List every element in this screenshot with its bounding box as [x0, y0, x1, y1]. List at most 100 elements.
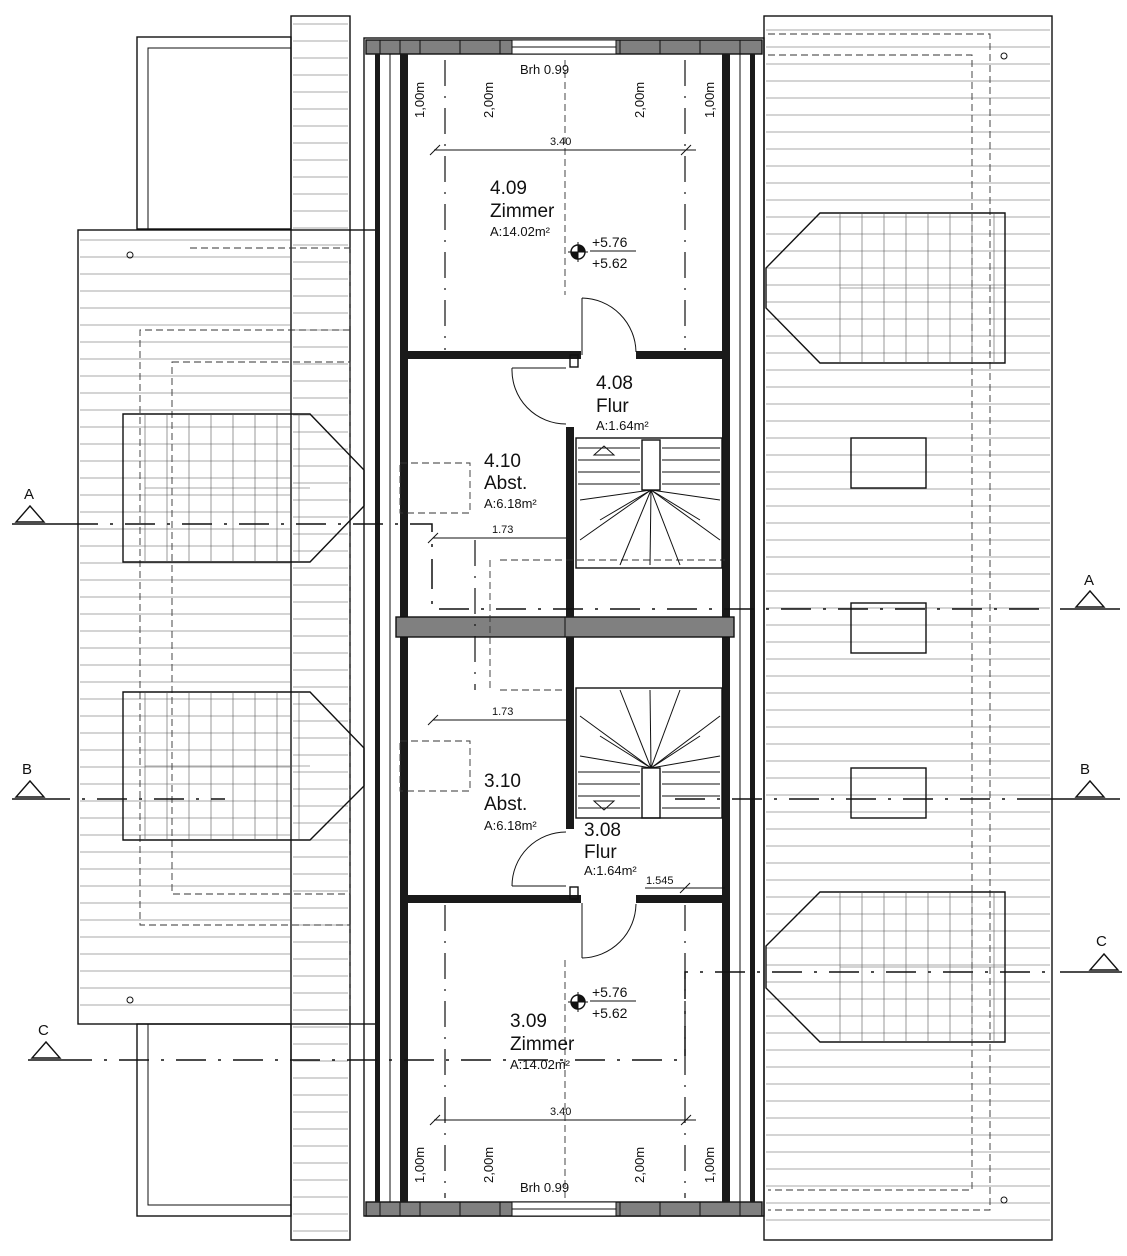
h-bot-2: 2,00m [481, 1147, 496, 1183]
level-symbol-top [568, 242, 636, 262]
door-3-09 [581, 903, 637, 959]
left-roof-marker-top [126, 251, 134, 259]
room-4-08-name: Flur [596, 396, 629, 417]
section-b-right-label: B [1080, 761, 1090, 778]
room-4-09-name: Zimmer [490, 201, 555, 222]
right-roof-dashed [768, 33, 991, 1211]
section-a-left-label: A [24, 486, 34, 503]
h-bot-1: 1,00m [412, 1147, 427, 1183]
dimension-lines [427, 144, 725, 1126]
room-3-08-name: Flur [584, 842, 617, 863]
section-marker-a-left [14, 504, 46, 523]
wall-4-09-left [408, 351, 581, 359]
left-roof-hatch [80, 23, 348, 1232]
right-skylight-3 [850, 767, 927, 819]
left-balcony-top-inner [147, 47, 292, 230]
left-roof-marker-bottom [126, 996, 134, 1004]
room-3-10-name: Abst. [484, 794, 527, 815]
h-top-1: 1,00m [412, 82, 427, 118]
h-bot-4: 1,00m [702, 1147, 717, 1183]
room-3-09-number: 3.09 [510, 1011, 547, 1032]
section-marker-c-right [1088, 952, 1120, 971]
h-top-4: 1,00m [702, 82, 717, 118]
right-roof-marker-bottom [1000, 1196, 1008, 1204]
door-4-10 [511, 367, 567, 425]
room-3-10-area: A:6.18m² [484, 818, 537, 833]
right-roof-hatch [766, 29, 1050, 1221]
level-top-upper: +5.76 [592, 234, 628, 250]
room-3-09-area: A:14.02m² [510, 1057, 571, 1072]
abst-top-dim: 1.73 [492, 524, 513, 536]
left-roof-outline [77, 229, 379, 1025]
left-balcony-top [136, 36, 292, 230]
stair-wall-top [566, 427, 574, 617]
right-roof-marker-top [1000, 52, 1008, 60]
room-3-09-name: Zimmer [510, 1034, 575, 1055]
right-skylight-2 [850, 602, 927, 654]
section-c-right-label: C [1096, 933, 1107, 950]
left-dormer-top [122, 413, 365, 563]
level-symbol-bottom [568, 992, 636, 1012]
right-roof [763, 15, 1053, 1241]
brh-bottom-label: Brh 0.99 [520, 1180, 569, 1195]
section-b-left-label: B [22, 761, 32, 778]
room-3-10-number: 3.10 [484, 771, 521, 792]
right-outer-wall [750, 54, 755, 1202]
section-a-right-label: A [1084, 572, 1094, 589]
left-balcony-bottom [136, 1023, 292, 1217]
wall-3-09-right [636, 895, 722, 903]
right-roof-outline [763, 15, 1053, 1241]
room-4-10-name: Abst. [484, 473, 527, 494]
right-roof-dashed-2 [768, 54, 973, 1191]
section-lines [12, 504, 1122, 1061]
room-4-10-number: 4.10 [484, 451, 521, 472]
door-jamb-bottom [569, 886, 579, 900]
abst-box-bottom [399, 740, 471, 792]
right-dormer-bottom [765, 891, 1006, 1043]
level-top-lower: +5.62 [592, 255, 628, 271]
section-marker-c-left [30, 1040, 62, 1059]
h-top-3: 2,00m [632, 82, 647, 118]
staircase-bottom [575, 687, 723, 819]
level-bottom-upper: +5.76 [592, 984, 628, 1000]
building-core [363, 37, 765, 1217]
left-balcony-bottom-inner [147, 1023, 292, 1206]
left-chimney-strip [290, 15, 351, 1241]
width-bottom-label: 3.40 [550, 1106, 571, 1118]
room-4-09-area: A:14.02m² [490, 224, 551, 239]
staircase-top [575, 437, 723, 569]
section-marker-b-right [1074, 779, 1106, 798]
left-outer-wall [375, 54, 380, 1202]
right-dormer-top [765, 212, 1006, 364]
labels: Brh 0.99 Brh 0.99 3.40 3.40 1.73 1.73 1.… [22, 62, 1107, 1195]
facade-ticks [379, 40, 741, 1216]
abst-bottom-dim: 1.73 [492, 706, 513, 718]
brh-top-label: Brh 0.99 [520, 62, 569, 77]
h-bot-3: 2,00m [632, 1147, 647, 1183]
room-4-09-number: 4.09 [490, 178, 527, 199]
left-roof-dashed-2 [139, 247, 351, 1010]
flur-dim: 1.545 [646, 875, 674, 887]
right-skylight-1 [850, 437, 927, 489]
wall-3-09-left [408, 895, 581, 903]
wall-4-09-right [636, 351, 722, 359]
width-top-label: 3.40 [550, 136, 571, 148]
stair-wall-bottom [566, 637, 574, 829]
abst-box-top [399, 462, 471, 514]
room-4-08-area: A:1.64m² [596, 418, 649, 433]
section-c-left-label: C [38, 1022, 49, 1039]
door-3-10 [511, 831, 567, 887]
room-4-08-number: 4.08 [596, 373, 633, 394]
room-3-08-area: A:1.64m² [584, 863, 637, 878]
room-4-10-area: A:6.18m² [484, 496, 537, 511]
section-marker-a-right [1074, 589, 1106, 608]
left-roof-dashed [171, 361, 351, 895]
room-3-08-number: 3.08 [584, 820, 621, 841]
section-marker-b-left [14, 779, 46, 798]
h-top-2: 2,00m [481, 82, 496, 118]
level-bottom-lower: +5.62 [592, 1005, 628, 1021]
left-roof [77, 15, 379, 1241]
door-4-09 [581, 297, 637, 355]
door-jamb-top [569, 354, 579, 368]
